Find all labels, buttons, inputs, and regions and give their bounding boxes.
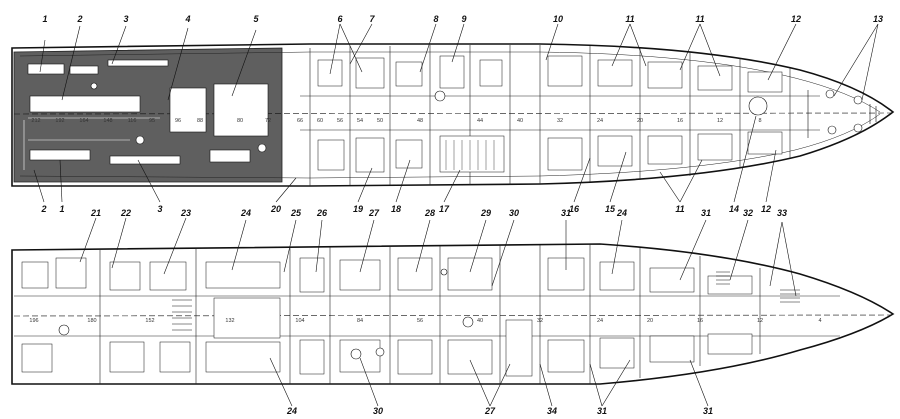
callout-label: 32	[743, 208, 753, 218]
frame-number: 66	[297, 118, 303, 124]
frame-number: 164	[79, 118, 88, 124]
callout-label: 17	[439, 204, 450, 214]
callout-label: 6	[337, 14, 343, 24]
frame-number: 80	[237, 118, 243, 124]
frame-number: 44	[477, 118, 483, 124]
callout-label: 3	[157, 204, 162, 214]
callout-label: 24	[616, 208, 627, 218]
callout-label: 25	[290, 208, 302, 218]
callout-label: 18	[391, 204, 401, 214]
callout-label: 3	[123, 14, 128, 24]
callout-label: 20	[270, 204, 281, 214]
frame-number: 96	[175, 118, 181, 124]
frame-number: 48	[417, 118, 423, 124]
frame-number: 20	[647, 318, 653, 324]
callout-label: 12	[791, 14, 801, 24]
callout-label: 1	[42, 14, 47, 24]
frame-number: 16	[677, 118, 683, 124]
lower-deck-plan: 196 180 152 132 104 84 56 40 32 24 20 16 12 4	[11, 217, 895, 407]
callout-label: 31	[561, 208, 571, 218]
frame-number: 20	[637, 118, 643, 124]
callout-label: 4	[184, 14, 190, 24]
frame-number: 152	[145, 318, 154, 324]
callout-label: 11	[675, 204, 684, 214]
callout-label: 9	[461, 14, 466, 24]
callout-label: 2	[76, 14, 82, 24]
callout-label: 22	[120, 208, 131, 218]
frame-number: 84	[357, 318, 363, 324]
callout-label: 30	[509, 208, 519, 218]
lower-frame-numbers: 196 180 152 132 104 84 56 40 32 24 20 16 12 4	[29, 318, 821, 324]
frame-number: 24	[597, 118, 603, 124]
callout-label: 30	[373, 406, 383, 416]
callout-label: 7	[369, 14, 375, 24]
callout-label: 27	[368, 208, 380, 218]
callout-label: 12	[761, 204, 771, 214]
callout-label: 19	[353, 204, 363, 214]
callout-label: 31	[703, 406, 713, 416]
callout-label: 26	[316, 208, 328, 218]
frame-number: 16	[697, 318, 703, 324]
frame-number: 40	[477, 318, 483, 324]
frame-number: 56	[337, 118, 343, 124]
callout-label: 23	[180, 208, 191, 218]
callout-label: 24	[240, 208, 251, 218]
callout-label: 28	[424, 208, 435, 218]
frame-number: 32	[537, 318, 543, 324]
callout-label: 2	[40, 204, 46, 214]
frame-number: 54	[357, 118, 363, 124]
frame-number: 72	[265, 118, 271, 124]
callout-label: 15	[605, 204, 616, 214]
frame-number: 212	[31, 118, 40, 124]
frame-number: 148	[103, 118, 112, 124]
frame-number: 60	[317, 118, 323, 124]
frame-number: 8	[758, 118, 761, 124]
callout-label: 24	[286, 406, 297, 416]
callout-label: 34	[547, 406, 557, 416]
frame-number: 180	[87, 318, 96, 324]
frame-number: 24	[597, 318, 603, 324]
callout-label: 1	[59, 204, 64, 214]
frame-number: 116	[128, 118, 137, 124]
callout-label: 11	[625, 14, 634, 24]
frame-number: 192	[55, 118, 64, 124]
frame-number: 132	[225, 318, 234, 324]
frame-number: 40	[517, 118, 523, 124]
frame-number: 12	[717, 118, 723, 124]
callout-label: 31	[701, 208, 711, 218]
upper-deck-plan: 212 192 164 148 116 95 96 88 80 72 66 60 56 54 50 48 44 4…	[11, 23, 895, 203]
frame-number: 196	[29, 318, 38, 324]
callout-label: 31	[597, 406, 607, 416]
callout-label: 29	[480, 208, 491, 218]
callout-label: 33	[777, 208, 787, 218]
frame-number: 88	[197, 118, 203, 124]
frame-number: 104	[295, 318, 304, 324]
callout-label: 14	[729, 204, 739, 214]
callout-label: 5	[253, 14, 259, 24]
callout-label: 21	[90, 208, 101, 218]
callout-label: 10	[553, 14, 563, 24]
frame-number: 56	[417, 318, 423, 324]
frame-number: 4	[818, 318, 821, 324]
callout-label: 27	[484, 406, 496, 416]
frame-number: 95	[149, 118, 155, 124]
callout-label: 11	[695, 14, 704, 24]
upper-frame-numbers: 212 192 164 148 116 95 96 88 80 72 66 60 56 54 50 48 44 4…	[31, 118, 761, 124]
callout-label: 13	[873, 14, 883, 24]
flight-deck	[13, 47, 283, 183]
frame-number: 50	[377, 118, 383, 124]
frame-number: 12	[757, 318, 763, 324]
callout-label: 8	[433, 14, 438, 24]
callout-label: 16	[569, 204, 580, 214]
frame-number: 32	[557, 118, 563, 124]
